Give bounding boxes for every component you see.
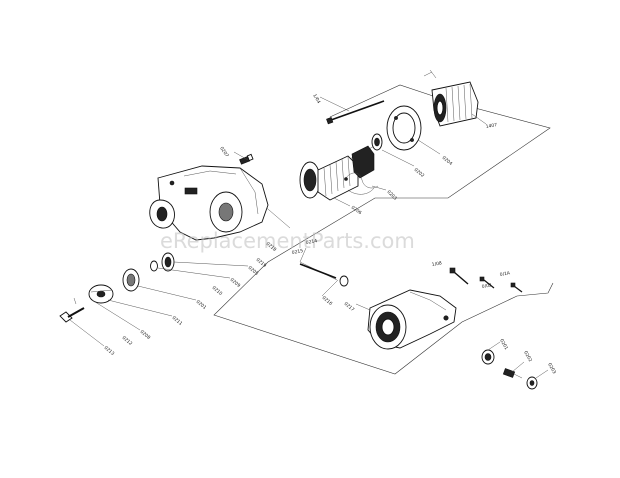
link-pin[interactable]	[299, 263, 349, 287]
gear-housing[interactable]	[149, 165, 269, 241]
callout-label: 0212	[121, 335, 134, 347]
callout-label: 0203	[386, 189, 398, 201]
screw-0-02[interactable]	[510, 282, 523, 293]
callout-label: 1/04	[311, 93, 321, 105]
brush-cap[interactable]	[526, 376, 538, 390]
callout-label: 0201	[498, 338, 509, 351]
callout-label: 0214	[305, 238, 317, 246]
callout-label: 0211	[171, 315, 184, 327]
brush-holder[interactable]	[481, 349, 495, 365]
motor-housing[interactable]	[367, 289, 457, 350]
callout-label: 0210	[211, 285, 224, 297]
callout-label: 0207	[218, 146, 230, 159]
long-screw[interactable]	[326, 100, 385, 125]
callout-label: 0213	[103, 345, 116, 357]
callout-label: 0201	[195, 299, 208, 311]
callout-label: 0203	[546, 362, 557, 375]
callout-label: 0205	[247, 265, 260, 277]
callout-label: 0/1A	[499, 270, 511, 278]
retaining-ring[interactable]	[150, 260, 158, 272]
callout-label: 0/02	[481, 282, 492, 290]
screw-0-1a[interactable]	[479, 276, 495, 289]
spindle-bolt[interactable]	[59, 297, 85, 323]
callout-label: 0206	[350, 205, 363, 217]
gear-small[interactable]	[161, 252, 175, 272]
callout-label: 1/08	[431, 260, 442, 268]
callout-label: 0204	[441, 155, 454, 167]
callout-label: 0215	[291, 248, 303, 256]
callout-label: 0209	[229, 277, 242, 289]
callout-label: 0217	[343, 301, 356, 313]
key-pin[interactable]	[239, 153, 254, 165]
watermark-text: eReplacementParts.com	[160, 229, 415, 253]
callout-label: 0202	[413, 167, 426, 179]
spring-clip[interactable]	[344, 172, 379, 189]
washer-large[interactable]	[122, 268, 140, 292]
leader-lines	[69, 96, 549, 379]
bearing[interactable]	[371, 133, 383, 151]
field-assembly[interactable]	[423, 69, 479, 127]
carbon-brush[interactable]	[502, 368, 523, 379]
screw-1-08[interactable]	[449, 267, 469, 285]
armature[interactable]	[299, 141, 383, 201]
callout-label: 0216	[321, 295, 334, 307]
callout-label: 1407	[485, 122, 497, 130]
callout-label: 0219	[255, 257, 268, 269]
flange[interactable]	[88, 284, 114, 304]
callout-label: 0208	[139, 329, 152, 341]
callout-label: 0202	[522, 350, 533, 363]
field-case[interactable]	[386, 105, 422, 151]
